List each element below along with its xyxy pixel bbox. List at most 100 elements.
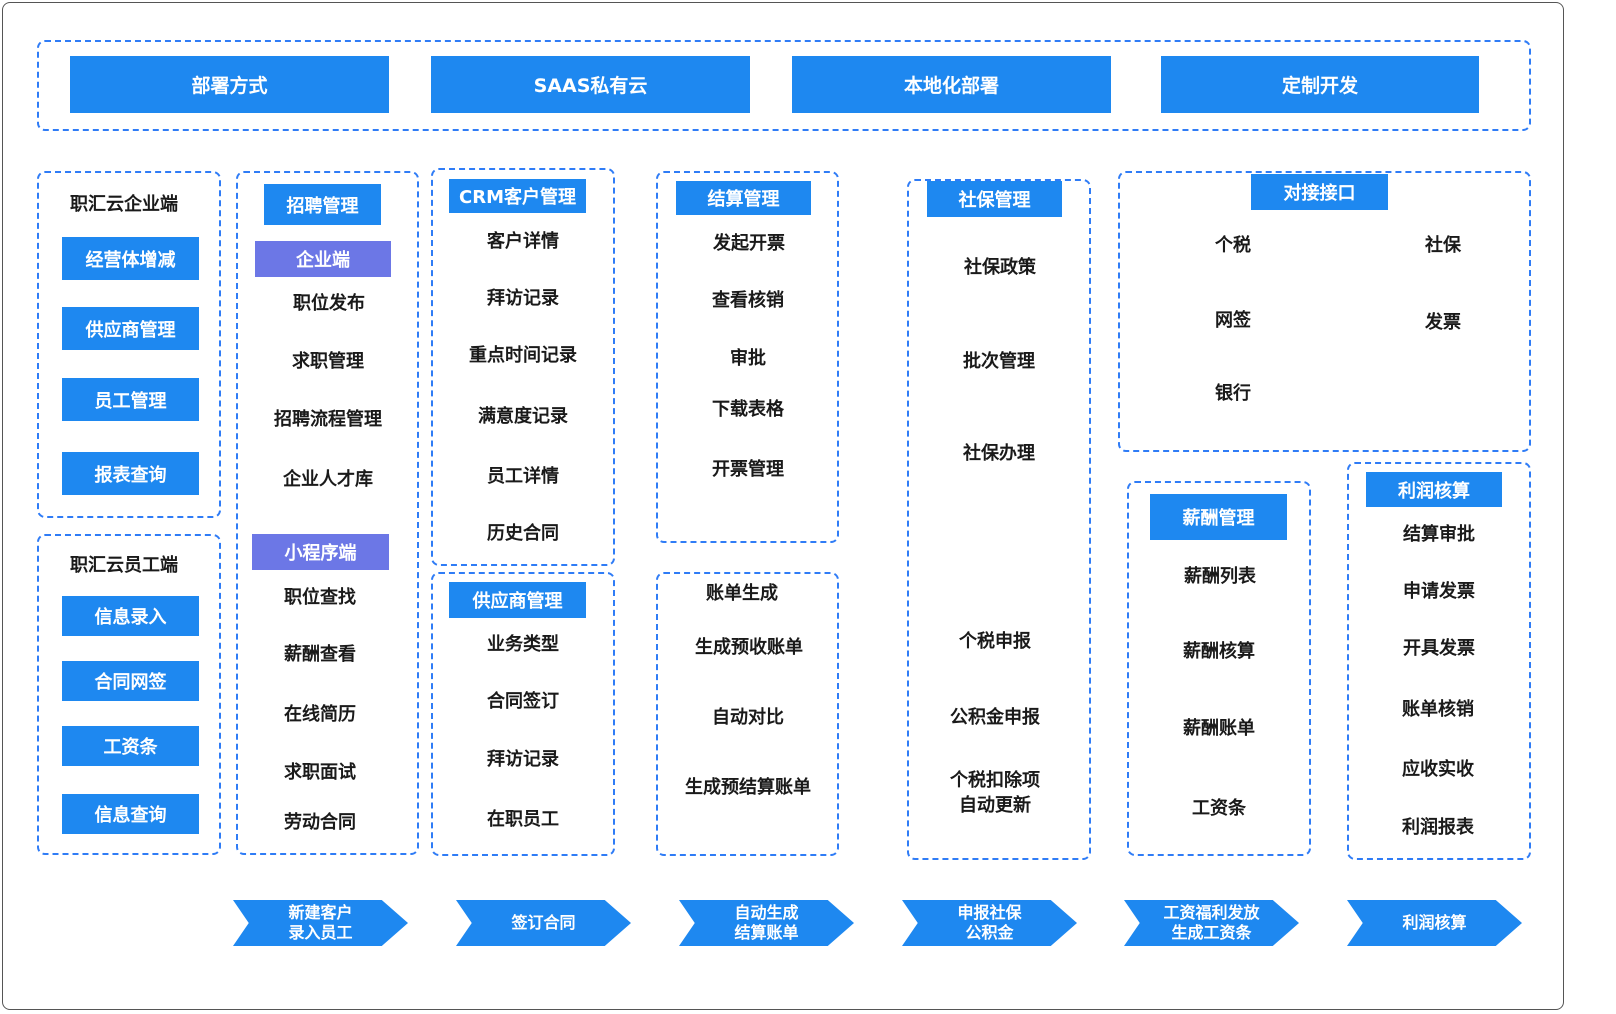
employee-panel xyxy=(37,534,221,855)
flow-step-1-arrow: 新建客户录入员工 xyxy=(233,900,408,946)
deploy-method-label: 部署方式 xyxy=(70,56,389,113)
deploy-custom-button[interactable]: 定制开发 xyxy=(1161,56,1479,113)
social-header[interactable]: 社保管理 xyxy=(927,181,1062,217)
salary-item-payslip: 工资条 xyxy=(1192,798,1246,819)
deploy-saas-button[interactable]: SAAS私有云 xyxy=(431,56,750,113)
flow-step-1-line1: 新建客户 xyxy=(288,903,353,922)
recruit-mini-item-interview: 求职面试 xyxy=(284,762,356,783)
crm-item-key-time: 重点时间记录 xyxy=(469,345,577,366)
settlement-item-invoicing: 开票管理 xyxy=(712,459,784,480)
profit-header[interactable]: 利润核算 xyxy=(1366,472,1502,507)
flow-step-3-line1: 自动生成 xyxy=(734,903,799,922)
crm-header[interactable]: CRM客户管理 xyxy=(449,179,586,213)
social-panel xyxy=(907,179,1091,860)
crm-item-employee: 员工详情 xyxy=(487,466,559,487)
billing-item-generate: 账单生成 xyxy=(706,583,778,604)
profit-item-receivable: 应收实收 xyxy=(1402,759,1474,780)
flow-step-5-arrow: 工资福利发放生成工资条 xyxy=(1124,900,1299,946)
social-item-batch: 批次管理 xyxy=(963,351,1035,372)
interface-item-esign: 网签 xyxy=(1215,310,1251,331)
crm-item-history: 历史合同 xyxy=(487,523,559,544)
recruit-header[interactable]: 招聘管理 xyxy=(264,184,381,225)
interface-item-tax: 个税 xyxy=(1215,235,1251,256)
enterprise-title: 职汇云企业端 xyxy=(70,194,178,215)
profit-item-report: 利润报表 xyxy=(1402,817,1474,838)
crm-item-visit: 拜访记录 xyxy=(487,288,559,309)
flow-step-6-arrow: 利润核算 xyxy=(1347,900,1522,946)
recruit-mini-item-salary: 薪酬查看 xyxy=(284,644,356,665)
recruit-mini-tag: 小程序端 xyxy=(252,534,389,570)
flow-step-4-arrow: 申报社保公积金 xyxy=(902,900,1077,946)
flow-step-5-line2: 生成工资条 xyxy=(1171,923,1252,942)
settlement-item-invoice: 发起开票 xyxy=(713,233,785,254)
enterprise-btn-supplier[interactable]: 供应商管理 xyxy=(62,307,199,350)
interface-item-social: 社保 xyxy=(1425,235,1461,256)
settlement-item-download: 下载表格 xyxy=(712,399,784,420)
flow-step-4-line1: 申报社保 xyxy=(957,903,1022,922)
enterprise-panel xyxy=(37,171,221,518)
settlement-item-check: 查看核销 xyxy=(712,290,784,311)
billing-item-compare: 自动对比 xyxy=(712,707,784,728)
profit-panel xyxy=(1347,462,1531,860)
salary-item-calc: 薪酬核算 xyxy=(1183,641,1255,662)
flow-step-3-arrow: 自动生成结算账单 xyxy=(679,900,854,946)
recruit-enterprise-tag: 企业端 xyxy=(255,241,391,277)
settlement-header[interactable]: 结算管理 xyxy=(676,181,811,215)
enterprise-btn-report[interactable]: 报表查询 xyxy=(62,452,199,495)
employee-btn-info-entry[interactable]: 信息录入 xyxy=(62,596,199,636)
settlement-panel xyxy=(656,171,839,543)
recruit-item-applicants: 求职管理 xyxy=(292,351,364,372)
recruit-panel xyxy=(236,171,419,855)
supplier-panel xyxy=(431,572,615,856)
deploy-local-button[interactable]: 本地化部署 xyxy=(792,56,1111,113)
social-item-policy: 社保政策 xyxy=(964,257,1036,278)
employee-btn-contract[interactable]: 合同网签 xyxy=(62,661,199,701)
social-item-deduction-line1: 个税扣除项 xyxy=(950,770,1040,791)
interface-panel xyxy=(1118,171,1531,452)
salary-item-bill: 薪酬账单 xyxy=(1183,718,1255,739)
crm-item-satisfaction: 满意度记录 xyxy=(478,406,568,427)
social-item-deduction-line2: 自动更新 xyxy=(959,795,1031,816)
enterprise-btn-business[interactable]: 经营体增减 xyxy=(62,237,199,280)
billing-item-prepay: 生成预收账单 xyxy=(695,637,803,658)
flow-step-2-line1: 签订合同 xyxy=(511,913,576,932)
supplier-item-staff: 在职员工 xyxy=(487,809,559,830)
flow-step-1-line2: 录入员工 xyxy=(288,923,353,942)
supplier-item-visit: 拜访记录 xyxy=(487,749,559,770)
social-item-tax: 个税申报 xyxy=(959,631,1031,652)
recruit-item-process: 招聘流程管理 xyxy=(274,409,382,430)
settlement-item-approve: 审批 xyxy=(730,348,766,369)
salary-header[interactable]: 薪酬管理 xyxy=(1150,494,1287,540)
employee-btn-info-query[interactable]: 信息查询 xyxy=(62,794,199,834)
social-item-handle: 社保办理 xyxy=(963,443,1035,464)
flow-step-2-arrow: 签订合同 xyxy=(456,900,631,946)
salary-item-list: 薪酬列表 xyxy=(1184,566,1256,587)
recruit-mini-item-resume: 在线简历 xyxy=(284,704,356,725)
interface-item-bank: 银行 xyxy=(1215,383,1251,404)
interface-header[interactable]: 对接接口 xyxy=(1251,174,1388,210)
billing-item-presettle: 生成预结算账单 xyxy=(685,777,811,798)
supplier-header[interactable]: 供应商管理 xyxy=(449,582,586,618)
profit-item-issue-invoice: 开具发票 xyxy=(1403,638,1475,659)
interface-item-invoice: 发票 xyxy=(1425,312,1461,333)
supplier-item-type: 业务类型 xyxy=(487,634,559,655)
profit-item-writeoff: 账单核销 xyxy=(1402,699,1474,720)
recruit-mini-item-find: 职位查找 xyxy=(284,587,356,608)
enterprise-btn-employee[interactable]: 员工管理 xyxy=(62,378,199,421)
recruit-mini-item-contract: 劳动合同 xyxy=(284,812,356,833)
flow-step-5-line1: 工资福利发放 xyxy=(1163,903,1260,922)
recruit-item-talent-pool: 企业人才库 xyxy=(283,469,373,490)
crm-item-customer: 客户详情 xyxy=(487,231,559,252)
recruit-item-post: 职位发布 xyxy=(293,293,365,314)
profit-item-apply-invoice: 申请发票 xyxy=(1403,581,1475,602)
flow-step-3-line2: 结算账单 xyxy=(734,923,799,942)
deploy-panel xyxy=(37,40,1531,131)
supplier-item-contract: 合同签订 xyxy=(487,691,559,712)
flow-step-6-line1: 利润核算 xyxy=(1402,913,1467,932)
employee-title: 职汇云员工端 xyxy=(70,555,178,576)
flow-step-4-line2: 公积金 xyxy=(965,923,1014,942)
billing-panel xyxy=(656,572,839,856)
salary-panel xyxy=(1127,481,1311,856)
employee-btn-payslip[interactable]: 工资条 xyxy=(62,726,199,766)
crm-panel xyxy=(431,168,615,566)
